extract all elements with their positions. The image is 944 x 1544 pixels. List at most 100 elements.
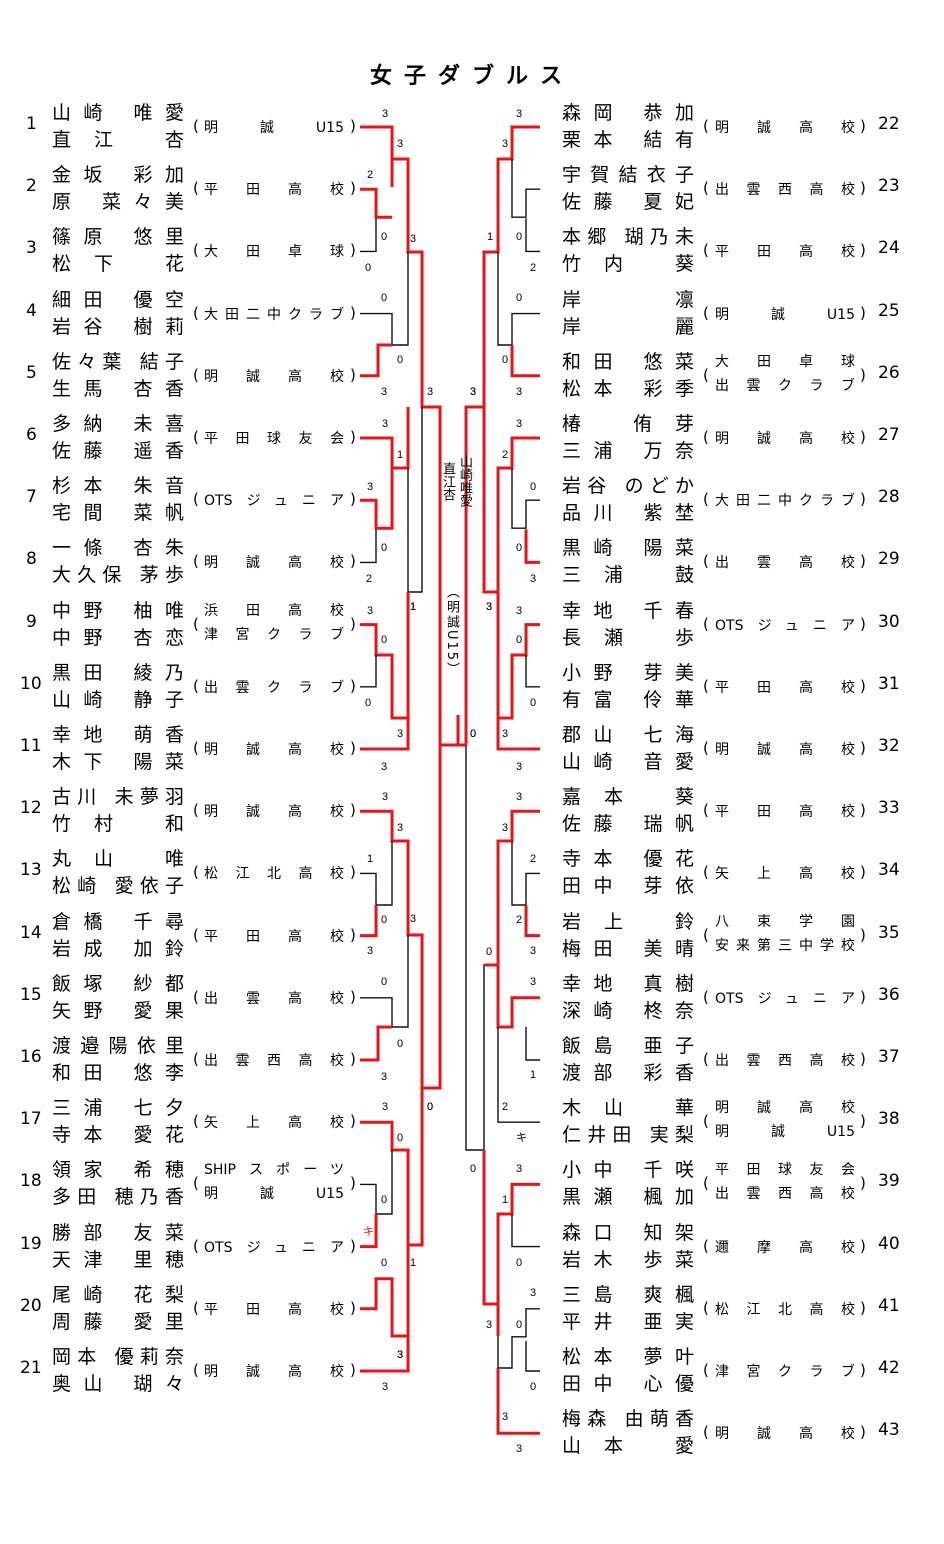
entry-number: 13: [20, 860, 42, 881]
club-name: 平田高校: [712, 241, 858, 261]
player-name: 田中 心優: [562, 1373, 694, 1395]
score-label: 0: [470, 728, 476, 740]
club-name: 明誠U15: [712, 304, 858, 324]
score-label: 2: [530, 262, 536, 274]
score-label: 3: [516, 1443, 522, 1455]
bracket-line: [360, 745, 442, 1090]
entry-number: 32: [878, 736, 900, 756]
club-name: 平田高校: [712, 801, 858, 821]
score-label: 0: [516, 1257, 522, 1269]
entry-number: 30: [878, 611, 900, 632]
club-line: 出雲クラブ: [715, 377, 855, 394]
bracket-line: [497, 1027, 540, 1123]
bracket-line: [511, 1214, 540, 1248]
score-label: 0: [516, 292, 522, 304]
score-label: 3: [427, 386, 433, 398]
club-line: 出雲西高校: [715, 1053, 855, 1069]
player-name: 岩成 加鈴: [52, 937, 184, 960]
club-line: OTSジュニア: [204, 493, 344, 510]
score-label: 3: [516, 108, 522, 120]
club-name: 松江北高校: [201, 863, 347, 883]
entry-number: 26: [878, 362, 900, 383]
player-name: 有富 伶華: [562, 688, 694, 711]
club-line: 明誠高校: [715, 431, 855, 447]
bracket-line: [360, 125, 442, 745]
paren-open: (: [193, 179, 199, 198]
player-name: 直江 杏: [52, 129, 184, 151]
club-name: 明誠高校: [712, 117, 858, 137]
bracket-line: [482, 1150, 540, 1306]
player-names: 和田 悠菜松本 彩季: [562, 349, 694, 403]
player-name: 岸 麗: [562, 315, 694, 338]
club-line: 大田卓球: [204, 244, 344, 261]
score-label: 0: [516, 231, 522, 243]
player-name: 岩上 鈴: [562, 910, 694, 933]
player-names: 細田 優空岩谷 樹莉: [52, 287, 184, 341]
player-names: 多納 未喜佐藤 遥香: [52, 411, 184, 465]
club-name: 大田卓球出雲クラブ: [712, 350, 858, 398]
club-name: 出雲西高校: [712, 1050, 858, 1070]
club-line: 明誠高校: [715, 120, 855, 136]
entry-number: 3: [26, 238, 37, 259]
entry-number: 10: [20, 673, 42, 694]
player-names: 岩上 鈴梅田 美晴: [562, 909, 694, 963]
player-name: 幸地 真樹: [562, 972, 694, 995]
paren-close: ): [350, 676, 356, 695]
score-label: 3: [367, 605, 373, 617]
paren-close: ): [860, 739, 866, 757]
paren-open: (: [193, 1236, 199, 1255]
paren-close: ): [350, 739, 356, 757]
club-line: 出雲高校: [204, 990, 344, 1007]
paren-open: (: [193, 676, 199, 695]
champion-club: （明誠U15）: [444, 585, 459, 678]
bracket-line: [525, 1341, 540, 1372]
score-label: 2: [502, 449, 508, 461]
bracket-line: [464, 125, 540, 745]
player-names: 木山 華仁井田 実梨: [562, 1095, 694, 1149]
score-label: 3: [502, 138, 508, 150]
player-name: 佐藤 瑞帆: [562, 813, 694, 836]
club-line: 松江北高校: [204, 866, 344, 883]
score-label: 3: [382, 791, 388, 803]
score-label: 3: [530, 1287, 536, 1299]
player-name: 平井 亜実: [562, 1310, 694, 1333]
paren-close: ): [860, 863, 866, 882]
club-name: 津宮クラブ: [712, 1361, 858, 1381]
score-label: 3: [516, 761, 522, 773]
player-name: 木山 華: [562, 1097, 694, 1120]
player-name: 仁井田 実梨: [562, 1124, 694, 1147]
paren-open: (: [193, 1361, 199, 1379]
club-name: 大田二中クラブ: [712, 490, 858, 510]
club-line: 大田卓球: [715, 353, 855, 370]
paren-open: (: [703, 1423, 709, 1442]
score-label: 0: [516, 634, 522, 646]
player-names: 椿 侑芽三浦 万奈: [562, 411, 694, 465]
score-label: 1: [502, 1194, 508, 1206]
club-name: 平田球友会出雲西高校: [712, 1158, 858, 1206]
score-label: 3: [382, 1101, 388, 1113]
bracket-line: [510, 345, 540, 378]
paren-open: (: [703, 490, 709, 509]
bracket-line: [360, 718, 410, 751]
bracket-line: [496, 965, 540, 1029]
player-name: 一條 杏朱: [52, 537, 184, 560]
player-name: 竹村 和: [52, 813, 184, 836]
club-line: 平田高校: [204, 182, 344, 199]
player-names: 三島 爽楓平井 亜実: [562, 1282, 694, 1336]
club-name: 平田高校: [201, 1299, 347, 1319]
entry-number: 36: [878, 984, 900, 1005]
paren-open: (: [703, 428, 709, 446]
club-line: 平田高校: [715, 804, 855, 821]
paren-open: (: [703, 365, 709, 384]
player-name: 大久保 茅歩: [52, 564, 184, 587]
